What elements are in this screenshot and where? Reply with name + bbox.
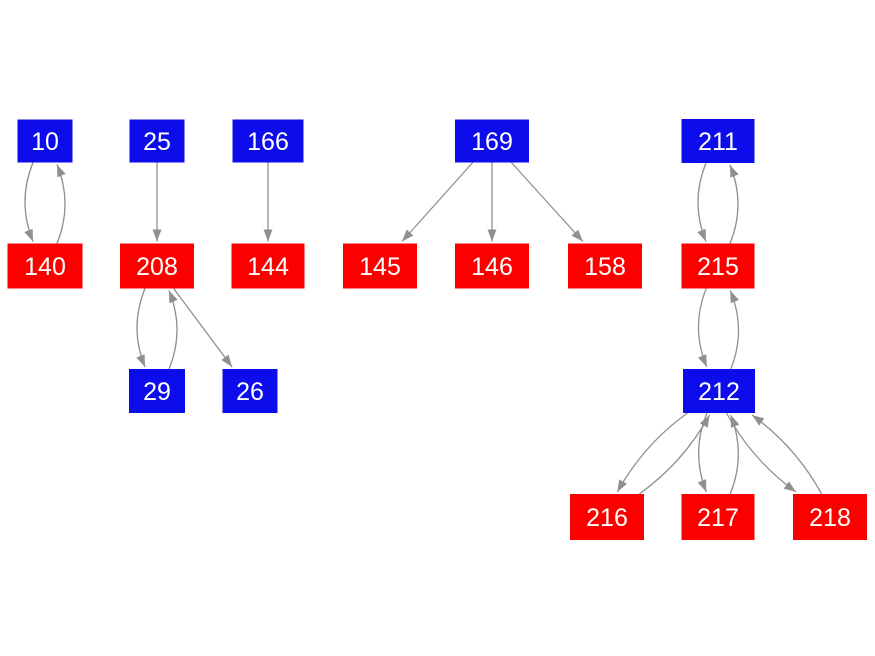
node-29: 29: [129, 369, 185, 413]
node-216-box: [570, 494, 644, 540]
node-140: 140: [7, 243, 83, 289]
node-166: 166: [232, 119, 304, 163]
node-25-label: 25: [143, 128, 171, 156]
node-166-box: [232, 119, 304, 163]
node-169-label: 169: [471, 128, 513, 156]
node-145: 145: [343, 243, 417, 289]
node-218: 218: [793, 494, 867, 540]
edge-212-to-216: [616, 412, 688, 493]
node-10-label: 10: [31, 128, 59, 156]
node-140-box: [7, 243, 83, 289]
node-215-box: [681, 243, 755, 289]
node-146-box: [455, 243, 529, 289]
edge-212-to-218: [725, 412, 797, 493]
edge-29-to-208: [168, 290, 178, 370]
node-144: 144: [231, 243, 305, 289]
node-26: 26: [222, 369, 278, 413]
node-217: 217: [681, 494, 755, 540]
node-217-box: [681, 494, 755, 540]
node-158-box: [568, 243, 642, 289]
node-217-label: 217: [697, 504, 739, 532]
node-218-box: [793, 494, 867, 540]
node-216: 216: [570, 494, 644, 540]
node-215: 215: [681, 243, 755, 289]
edge-217-to-212: [729, 414, 740, 495]
node-169-box: [455, 119, 529, 163]
node-146: 146: [455, 243, 529, 289]
node-215-label: 215: [697, 253, 739, 281]
node-211-box: [681, 119, 755, 163]
node-211: 211: [681, 119, 755, 163]
node-10: 10: [17, 119, 73, 163]
node-216-label: 216: [586, 504, 628, 532]
edge-208-to-26: [173, 288, 233, 368]
edge-216-to-212: [638, 414, 711, 495]
node-218-label: 218: [809, 504, 851, 532]
edge-140-to-10: [56, 164, 66, 244]
edge-10-to-140: [24, 162, 34, 242]
edge-208-to-29: [136, 288, 146, 368]
edge-215-to-212: [697, 288, 708, 368]
node-29-label: 29: [143, 378, 171, 406]
edge-169-to-158: [510, 162, 584, 242]
node-208-label: 208: [136, 253, 178, 281]
node-146-label: 146: [471, 253, 513, 281]
edge-layer: [24, 162, 823, 495]
node-212: 212: [683, 369, 755, 413]
edge-169-to-145: [401, 162, 474, 242]
node-26-box: [222, 369, 278, 413]
edge-212-to-215: [729, 290, 740, 370]
node-208: 208: [120, 243, 194, 289]
node-25-box: [129, 119, 185, 163]
node-208-box: [120, 243, 194, 289]
edge-218-to-212: [751, 414, 823, 495]
node-26-label: 26: [236, 378, 264, 406]
node-144-label: 144: [247, 253, 289, 281]
node-211-label: 211: [698, 128, 738, 156]
node-140-label: 140: [24, 253, 66, 281]
node-25: 25: [129, 119, 185, 163]
node-145-label: 145: [359, 253, 401, 281]
node-144-box: [231, 243, 305, 289]
edge-211-to-215: [697, 162, 707, 242]
node-158: 158: [568, 243, 642, 289]
node-10-box: [17, 119, 73, 163]
node-layer: 10 25 166 169 211 140 208 144 145 146 158 215 29 26 21…: [7, 119, 867, 540]
node-29-box: [129, 369, 185, 413]
node-166-label: 166: [247, 128, 289, 156]
node-169: 169: [455, 119, 529, 163]
edge-212-to-217: [697, 412, 708, 493]
node-212-label: 212: [698, 378, 740, 406]
edge-215-to-211: [729, 164, 739, 244]
node-212-box: [683, 369, 755, 413]
node-158-label: 158: [584, 253, 626, 281]
node-145-box: [343, 243, 417, 289]
